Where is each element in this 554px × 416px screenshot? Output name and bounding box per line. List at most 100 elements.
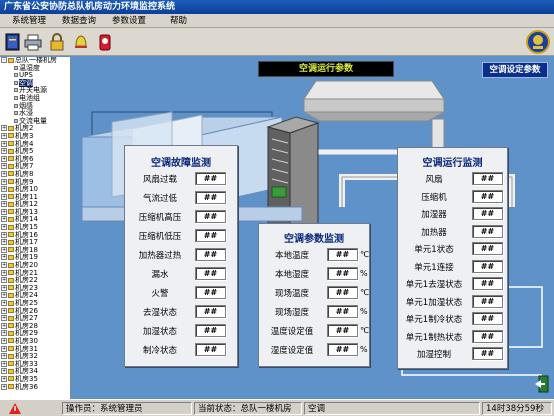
expand-icon[interactable]: + — [1, 208, 7, 215]
tree-item[interactable]: +机房15 — [0, 223, 70, 232]
expand-icon[interactable]: + — [1, 224, 7, 231]
tree-item[interactable]: +机房31 — [0, 345, 70, 354]
tree-item[interactable]: +机房4 — [0, 140, 70, 149]
expand-icon[interactable]: + — [1, 360, 7, 367]
expand-icon[interactable]: + — [1, 193, 7, 200]
tree-item[interactable]: +机房28 — [0, 322, 70, 331]
folder-icon — [8, 361, 14, 367]
tree-item[interactable]: +机房13 — [0, 208, 70, 217]
tree-item[interactable]: +机房21 — [0, 269, 70, 278]
expand-icon[interactable]: + — [1, 186, 7, 193]
tree-item[interactable]: +机房26 — [0, 307, 70, 316]
tree-item[interactable]: -总队一楼机房 — [0, 57, 70, 65]
expand-icon[interactable]: + — [1, 284, 7, 291]
expand-icon[interactable]: + — [1, 216, 7, 223]
tree-item[interactable]: +机房35 — [0, 375, 70, 384]
tree-item[interactable]: + 机房24 — [0, 292, 70, 300]
tree-item[interactable]: + 机房22 — [0, 276, 70, 285]
tree-item[interactable]: +机房3 — [0, 132, 70, 141]
expand-icon[interactable]: + — [1, 231, 7, 238]
tree-item-label: 机房14 — [15, 215, 38, 224]
tree-item[interactable]: 烟感 — [0, 102, 70, 111]
expand-icon[interactable]: + — [1, 322, 7, 329]
tree-item[interactable]: +机房2 — [0, 125, 70, 133]
power-icon[interactable] — [96, 32, 114, 52]
expand-icon[interactable]: + — [1, 330, 7, 337]
tree-item[interactable]: +机房9 — [0, 178, 70, 187]
tree-item[interactable]: + 机房11 — [0, 192, 70, 202]
tree-item[interactable]: +机房16 — [0, 231, 70, 240]
expand-icon[interactable]: + — [1, 277, 7, 284]
expand-icon[interactable]: + — [1, 383, 7, 390]
unit-label: % — [360, 345, 368, 354]
tree-item[interactable]: +机房36 — [0, 383, 70, 392]
folder-icon — [8, 384, 14, 390]
tree-item[interactable]: 电池组 — [0, 94, 70, 103]
tree-item[interactable]: 温湿度 — [0, 64, 70, 73]
tree-item[interactable]: +机房5 — [0, 147, 70, 156]
expand-icon[interactable]: + — [1, 307, 7, 314]
printer-icon[interactable] — [24, 32, 42, 52]
tree-item[interactable]: +机房29 — [0, 330, 70, 338]
expand-icon[interactable]: + — [1, 163, 7, 170]
lock-icon[interactable] — [48, 32, 66, 52]
tree-item-label: 机房22 — [15, 276, 38, 285]
expand-icon[interactable]: + — [1, 155, 7, 162]
expand-icon[interactable]: + — [1, 178, 7, 185]
menu-params[interactable]: 参数设置 — [112, 16, 147, 26]
expand-icon[interactable]: + — [1, 254, 7, 261]
tree-item[interactable]: +机房8 — [0, 170, 70, 179]
tree-item[interactable]: +机房32 — [0, 352, 70, 361]
menu-query[interactable]: 数据查询 — [62, 16, 97, 26]
tree-item[interactable]: +机房20 — [0, 261, 70, 270]
expand-icon[interactable]: + — [1, 368, 7, 375]
tree-item[interactable]: 空调 — [0, 78, 70, 88]
expand-icon[interactable]: + — [1, 292, 7, 299]
expand-icon[interactable]: + — [1, 246, 7, 253]
expand-icon[interactable]: + — [1, 269, 7, 276]
tree-item[interactable]: +机房18 — [0, 246, 70, 255]
expand-icon[interactable]: + — [1, 353, 7, 360]
expand-icon[interactable]: + — [1, 132, 7, 139]
tree-item[interactable]: 交流电量 — [0, 117, 70, 126]
expand-icon[interactable]: + — [1, 239, 7, 246]
ac-settings-button[interactable]: 空调设定参数 — [482, 62, 548, 78]
expand-icon[interactable]: + — [1, 201, 7, 208]
tree-item[interactable]: +机房23 — [0, 284, 70, 293]
exit-icon[interactable] — [534, 375, 550, 393]
tree-item[interactable]: +机房10 — [0, 185, 70, 194]
book-icon[interactable] — [4, 32, 22, 52]
expand-icon[interactable]: + — [1, 170, 7, 177]
expand-icon[interactable]: + — [1, 140, 7, 147]
tree-item-label: 机房24 — [15, 291, 38, 300]
tree-item[interactable]: + 机房14 — [0, 216, 70, 224]
menu-help[interactable]: 帮助 — [170, 16, 188, 26]
tree-item[interactable]: +机房34 — [0, 368, 70, 376]
collapse-icon[interactable]: - — [1, 57, 7, 63]
tree-item[interactable]: UPS — [0, 71, 70, 80]
tree-item[interactable]: +机房27 — [0, 314, 70, 323]
tree-item[interactable]: +机房25 — [0, 299, 70, 308]
tree-item[interactable]: +机房7 — [0, 163, 70, 171]
expand-icon[interactable]: + — [1, 337, 7, 344]
expand-icon[interactable]: + — [1, 345, 7, 352]
tree-item[interactable]: +机房6 — [0, 155, 70, 164]
tree-item[interactable]: +机房19 — [0, 254, 70, 262]
tree-item[interactable]: +机房33 — [0, 360, 70, 369]
tree-item[interactable]: +机房17 — [0, 238, 70, 247]
expand-icon[interactable]: + — [1, 300, 7, 306]
menu-system[interactable]: 系统管理 — [12, 16, 47, 26]
tree-item-label: 机房11 — [15, 192, 38, 201]
expand-icon[interactable]: + — [1, 125, 7, 132]
tree-item[interactable]: +机房30 — [0, 337, 70, 346]
expand-icon[interactable]: + — [1, 148, 7, 155]
tree-item[interactable]: 开关电源 — [0, 87, 70, 95]
fault-panel-status-indicator: ## — [195, 324, 226, 337]
expand-icon[interactable]: + — [1, 315, 7, 322]
tree-item[interactable]: +机房12 — [0, 200, 70, 209]
alarm-bell-icon[interactable] — [72, 32, 90, 52]
expand-icon[interactable]: + — [1, 262, 7, 269]
tree-item[interactable]: 水浸 — [0, 109, 70, 118]
expand-icon[interactable]: + — [1, 375, 7, 382]
